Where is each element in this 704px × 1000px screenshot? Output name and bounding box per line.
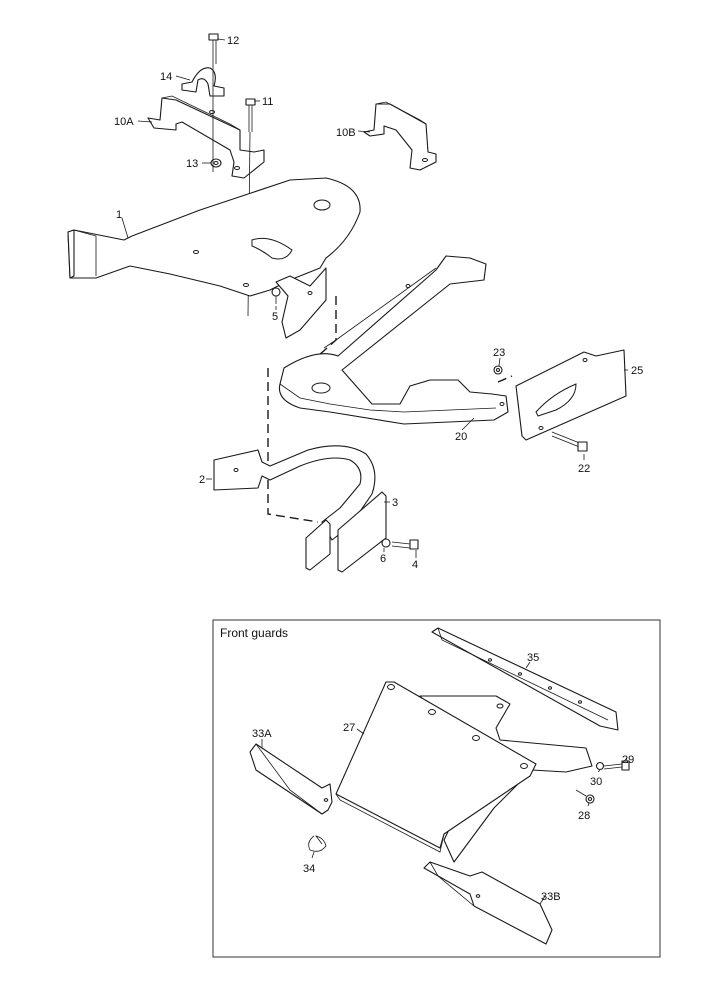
label-34: 34 [303,863,315,875]
part-5-screw [271,287,281,304]
label-35: 35 [527,652,539,664]
label-29: 29 [622,754,634,766]
part-22-bolt [551,431,588,452]
assembly-line [497,375,513,383]
label-12: 12 [227,35,239,47]
part-11-bolt [245,98,256,132]
part-1-flange [275,267,327,339]
part-30-washer [595,761,605,771]
panel-title: Front guards [220,626,288,640]
part-14-clamp [181,67,225,97]
label-10A: 10A [114,116,134,128]
part-6-washer [381,538,391,548]
label-3: 3 [392,497,398,509]
part-12-bolt [208,33,219,64]
label-13: 13 [186,158,198,170]
assembly-line [267,368,319,523]
part-3-pad [337,491,387,573]
label-22: 22 [578,463,590,475]
part-34-clip [308,835,327,852]
label-25: 25 [631,365,643,377]
label-10B: 10B [336,127,356,139]
label-23: 23 [493,347,505,359]
label-20: 20 [455,431,467,443]
label-14: 14 [160,71,172,83]
part-27-guard [335,681,537,853]
part-10A-bracket [147,95,265,179]
strap-end-plate [305,519,331,571]
part-1-plate [67,177,361,297]
label-30: 30 [590,776,602,788]
part-10B-bracket [363,101,437,171]
part-20-arm [278,255,509,425]
label-33B: 33B [541,891,561,903]
label-33A: 33A [252,728,272,740]
label-28: 28 [578,810,590,822]
label-6: 6 [380,553,386,565]
label-11: 11 [262,96,273,108]
label-4: 4 [412,559,418,571]
front-guards-panel [212,619,661,958]
label-5: 5 [272,311,278,323]
part-35-strip [431,627,619,731]
part-23-nut [493,365,503,375]
label-27: 27 [343,722,355,734]
part-2-strap [213,445,376,541]
part-25-plate [515,349,627,441]
label-1: 1 [116,209,122,221]
label-2: 2 [199,474,205,486]
part-33B-guard [423,861,553,945]
part-33A-guard [249,743,333,815]
part-4-bolt [391,539,419,550]
part-29-bolt [603,760,630,771]
part-13-nut [210,158,222,168]
part-28-nut [575,789,595,804]
assembly-line [317,296,337,357]
